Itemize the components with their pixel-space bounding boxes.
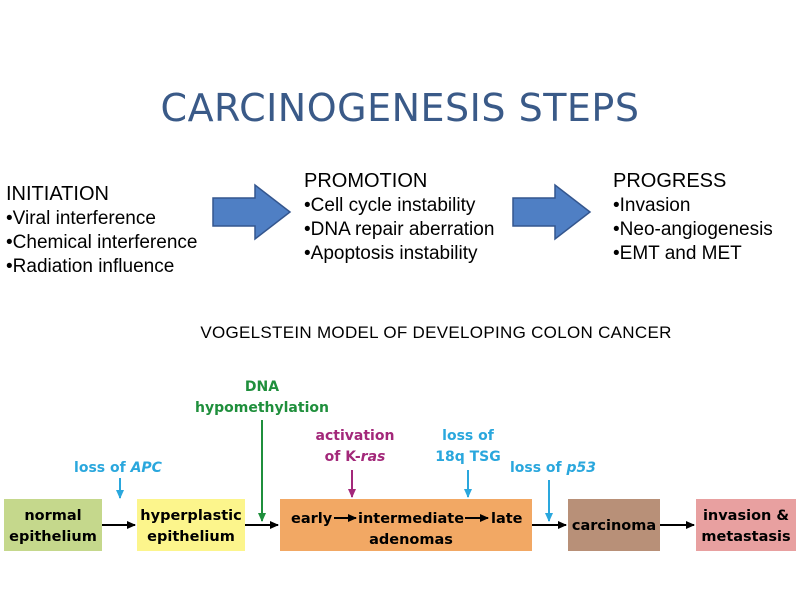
stage-arrow-2: [512, 183, 592, 241]
stage-heading: PROMOTION: [304, 170, 428, 192]
box-carcinoma: [568, 499, 660, 551]
stage-initiation: INITIATION •Viral interference •Chemical…: [6, 181, 197, 279]
box-label: hyperplastic: [140, 508, 241, 524]
box-label-late: late: [491, 511, 523, 527]
stage-promotion: PROMOTION •Cell cycle instability •DNA r…: [304, 168, 494, 266]
box-label-intermediate: intermediate: [358, 511, 464, 527]
stage-heading: PROGRESS: [613, 170, 727, 192]
box-adenomas: [280, 499, 532, 551]
stage-heading: INITIATION: [6, 183, 109, 205]
stage-item: •DNA repair aberration: [304, 219, 495, 240]
page-title: CARCINOGENESIS STEPS: [160, 86, 640, 130]
box-label: epithelium: [147, 529, 235, 545]
stage-item: •Apoptosis instability: [304, 243, 478, 264]
annotation-tsg: loss of: [442, 428, 495, 444]
stage-item: •Viral interference: [6, 208, 156, 229]
stage-item: •Cell cycle instability: [304, 195, 476, 216]
box-label: carcinoma: [572, 518, 656, 534]
stage-arrow-1: [212, 183, 292, 241]
annotation-dna: DNA: [245, 379, 279, 395]
annotation-kras: of K-ras: [325, 449, 386, 465]
annotation-dna: hypomethylation: [195, 400, 329, 416]
box-label: invasion &: [703, 508, 789, 524]
box-hyperplastic-epithelium: [137, 499, 245, 551]
model-title: VOGELSTEIN MODEL OF DEVELOPING COLON CAN…: [200, 323, 672, 342]
box-invasion-metastasis: [696, 499, 796, 551]
box-normal-epithelium: [4, 499, 102, 551]
stage-item: •Invasion: [613, 195, 691, 216]
box-label-early: early: [291, 511, 333, 527]
annotation-apc: loss of APC: [74, 460, 163, 476]
box-label-adenomas: adenomas: [369, 532, 453, 548]
annotation-tsg: 18q TSG: [435, 449, 501, 465]
annotation-kras: activation: [316, 428, 395, 444]
box-label: metastasis: [701, 529, 790, 545]
stage-progress: PROGRESS •Invasion •Neo-angiogenesis •EM…: [613, 168, 773, 266]
stage-item: •Neo-angiogenesis: [613, 219, 773, 240]
stage-item: •Chemical interference: [6, 232, 198, 253]
stage-item: •EMT and MET: [613, 243, 742, 264]
box-label: normal: [24, 508, 81, 524]
stage-item: •Radiation influence: [6, 256, 175, 277]
annotation-p53: loss of p53: [510, 460, 596, 476]
box-label: epithelium: [9, 529, 97, 545]
